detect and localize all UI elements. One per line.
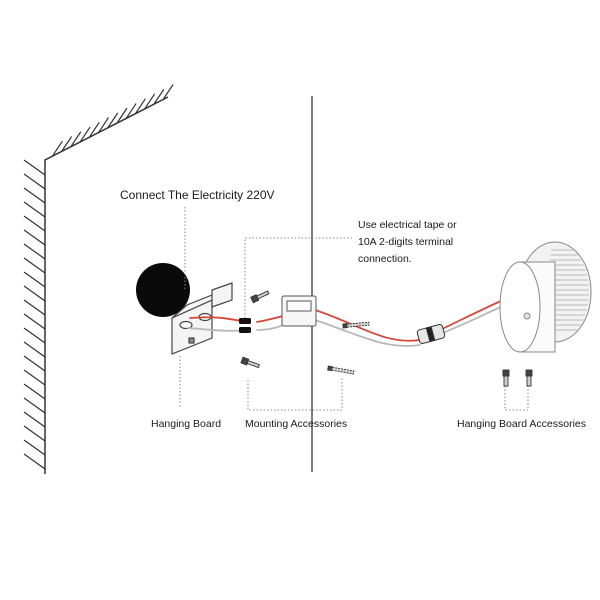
- hatch-stroke: [23, 383, 46, 400]
- label-tape-line-1: Use electrical tape or: [358, 219, 457, 231]
- junction-hole: [136, 263, 190, 317]
- hatch-stroke: [23, 439, 46, 456]
- screw-bottom: [240, 356, 261, 369]
- crimp-sleeve-grey: [239, 327, 251, 333]
- hatch-stroke: [144, 93, 156, 110]
- hatch-stroke: [23, 229, 46, 246]
- hatch-stroke: [23, 313, 46, 330]
- hatch-stroke: [23, 425, 46, 442]
- label-mounting-accessories: Mounting Accessories: [245, 418, 348, 430]
- crimp-sleeve-red: [239, 318, 251, 324]
- label-tape-line-2: 10A 2-digits terminal: [358, 236, 454, 248]
- mounting-screws: [240, 290, 370, 375]
- hatch-stroke: [23, 453, 46, 470]
- label-hanging-board: Hanging Board: [151, 418, 222, 430]
- wire-red-right: [314, 309, 421, 342]
- bracket-tab: [211, 282, 233, 308]
- connector-band: [425, 326, 436, 343]
- lamp-cable-red: [439, 299, 504, 331]
- hatch-stroke: [23, 411, 46, 428]
- hatch-stroke: [23, 285, 46, 302]
- accessory-screw-right: [525, 369, 533, 387]
- label-tape-line-3: connection.: [358, 253, 412, 265]
- hatch-stroke: [23, 271, 46, 288]
- hatch-stroke: [23, 243, 46, 260]
- hatch-stroke: [23, 201, 46, 218]
- hatch-stroke: [23, 159, 46, 176]
- hatch-stroke: [61, 136, 73, 152]
- leader-mounting: [247, 378, 343, 411]
- hatch-stroke: [162, 84, 174, 100]
- terminal-slot: [286, 300, 312, 312]
- hatch-stroke: [134, 98, 146, 115]
- bracket-screw: [188, 337, 195, 344]
- terminal-block: [281, 295, 317, 327]
- wall: [23, 84, 174, 474]
- lamp-bolt: [523, 312, 531, 320]
- wall-hatching: [23, 84, 174, 470]
- hatch-stroke: [116, 107, 128, 124]
- hatch-stroke: [23, 397, 46, 414]
- wires: [187, 299, 504, 347]
- hatch-stroke: [88, 121, 100, 138]
- screw-top: [250, 290, 270, 304]
- lamp-cable-grey: [439, 305, 504, 335]
- screw-long-low: [327, 365, 355, 375]
- hatch-stroke: [23, 355, 46, 372]
- hatch-stroke: [79, 126, 91, 143]
- accessory-screw-left: [502, 369, 510, 387]
- hanging-board-accessory-screws: [502, 369, 533, 387]
- leader-tape: [244, 237, 352, 322]
- hatch-stroke: [51, 140, 63, 157]
- hatch-stroke: [98, 117, 110, 133]
- leader-hb-accessories: [504, 386, 529, 411]
- hatch-stroke: [23, 173, 46, 190]
- hatch-stroke: [153, 88, 165, 105]
- hanging-board-bracket: [171, 282, 233, 355]
- inline-connector: [416, 324, 446, 344]
- lamp-face: [499, 261, 541, 353]
- hatch-stroke: [23, 257, 46, 274]
- wire-grey-right: [314, 319, 421, 347]
- label-electrical-tape: Use electrical tape or 10A 2-digits term…: [358, 217, 457, 268]
- bracket-hole-1: [179, 320, 193, 330]
- leader-lines: [179, 207, 529, 411]
- label-hanging-board-accessories: Hanging Board Accessories: [457, 418, 586, 430]
- label-connect-electricity: Connect The Electricity 220V: [120, 188, 275, 202]
- lamp: [499, 241, 592, 353]
- hatch-stroke: [125, 103, 137, 119]
- hatch-stroke: [23, 341, 46, 358]
- hatch-stroke: [23, 215, 46, 232]
- hatch-stroke: [23, 327, 46, 344]
- hatch-stroke: [23, 369, 46, 386]
- hatch-stroke: [23, 187, 46, 204]
- hatch-stroke: [107, 112, 119, 129]
- hatch-stroke: [23, 299, 46, 316]
- hatch-stroke: [70, 131, 82, 148]
